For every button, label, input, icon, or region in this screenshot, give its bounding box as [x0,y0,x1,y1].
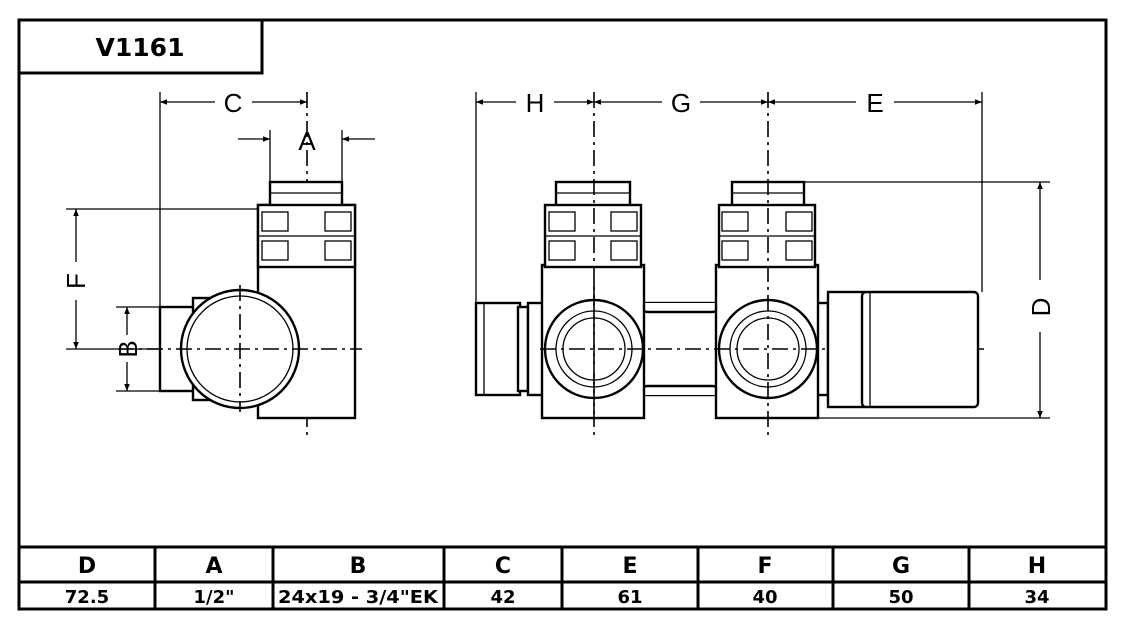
table-header-h: H [1028,554,1046,579]
dimension-label-f: F [61,273,91,289]
dimension-b: B [113,306,160,392]
table-header-b: B [350,554,367,579]
top-nut-side [268,180,344,208]
dimension-a: A [238,126,375,182]
dimension-g: G [594,88,768,118]
table-value-c: 42 [490,587,515,608]
title-block: V1161 [17,18,264,75]
table-header-f: F [757,554,772,579]
front-view [474,92,985,436]
dimension-label-e: E [866,88,883,118]
dimension-label-c: C [224,88,243,118]
table-value-e: 61 [617,587,642,608]
table-header-a: A [205,554,222,579]
table-value-f: 40 [752,587,777,608]
table-value-a: 1/2" [193,587,234,608]
table-header-g: G [892,554,910,579]
table-value-h: 34 [1024,587,1049,608]
right-end-cap-collar [826,290,866,409]
left-end-connector [474,301,522,397]
dimension-label-h: H [526,88,545,118]
dimension-label-a: A [298,126,316,156]
drawing-title: V1161 [96,33,185,62]
dimension-label-g: G [671,88,691,118]
table-header-d: D [78,554,96,579]
table-value-b: 24x19 - 3/4"EK [278,587,439,608]
dimension-label-d: D [1026,298,1056,317]
top-nut-1 [554,180,632,208]
dimension-d: D [804,181,1056,419]
dimension-table: D A B C E F G H 72.5 1/2" 24x19 - 3/4"EK… [19,545,1106,609]
table-header-c: C [495,554,511,579]
table-header-e: E [622,554,637,579]
side-view [118,92,362,436]
dimension-c: C [159,88,307,307]
dimension-f: F [61,208,258,350]
table-value-d: 72.5 [65,587,109,608]
dimension-e: E [768,88,983,292]
dimension-h: H [475,88,594,303]
right-end-cap [860,290,980,409]
dimension-label-b: B [113,340,143,357]
table-value-g: 50 [888,587,913,608]
